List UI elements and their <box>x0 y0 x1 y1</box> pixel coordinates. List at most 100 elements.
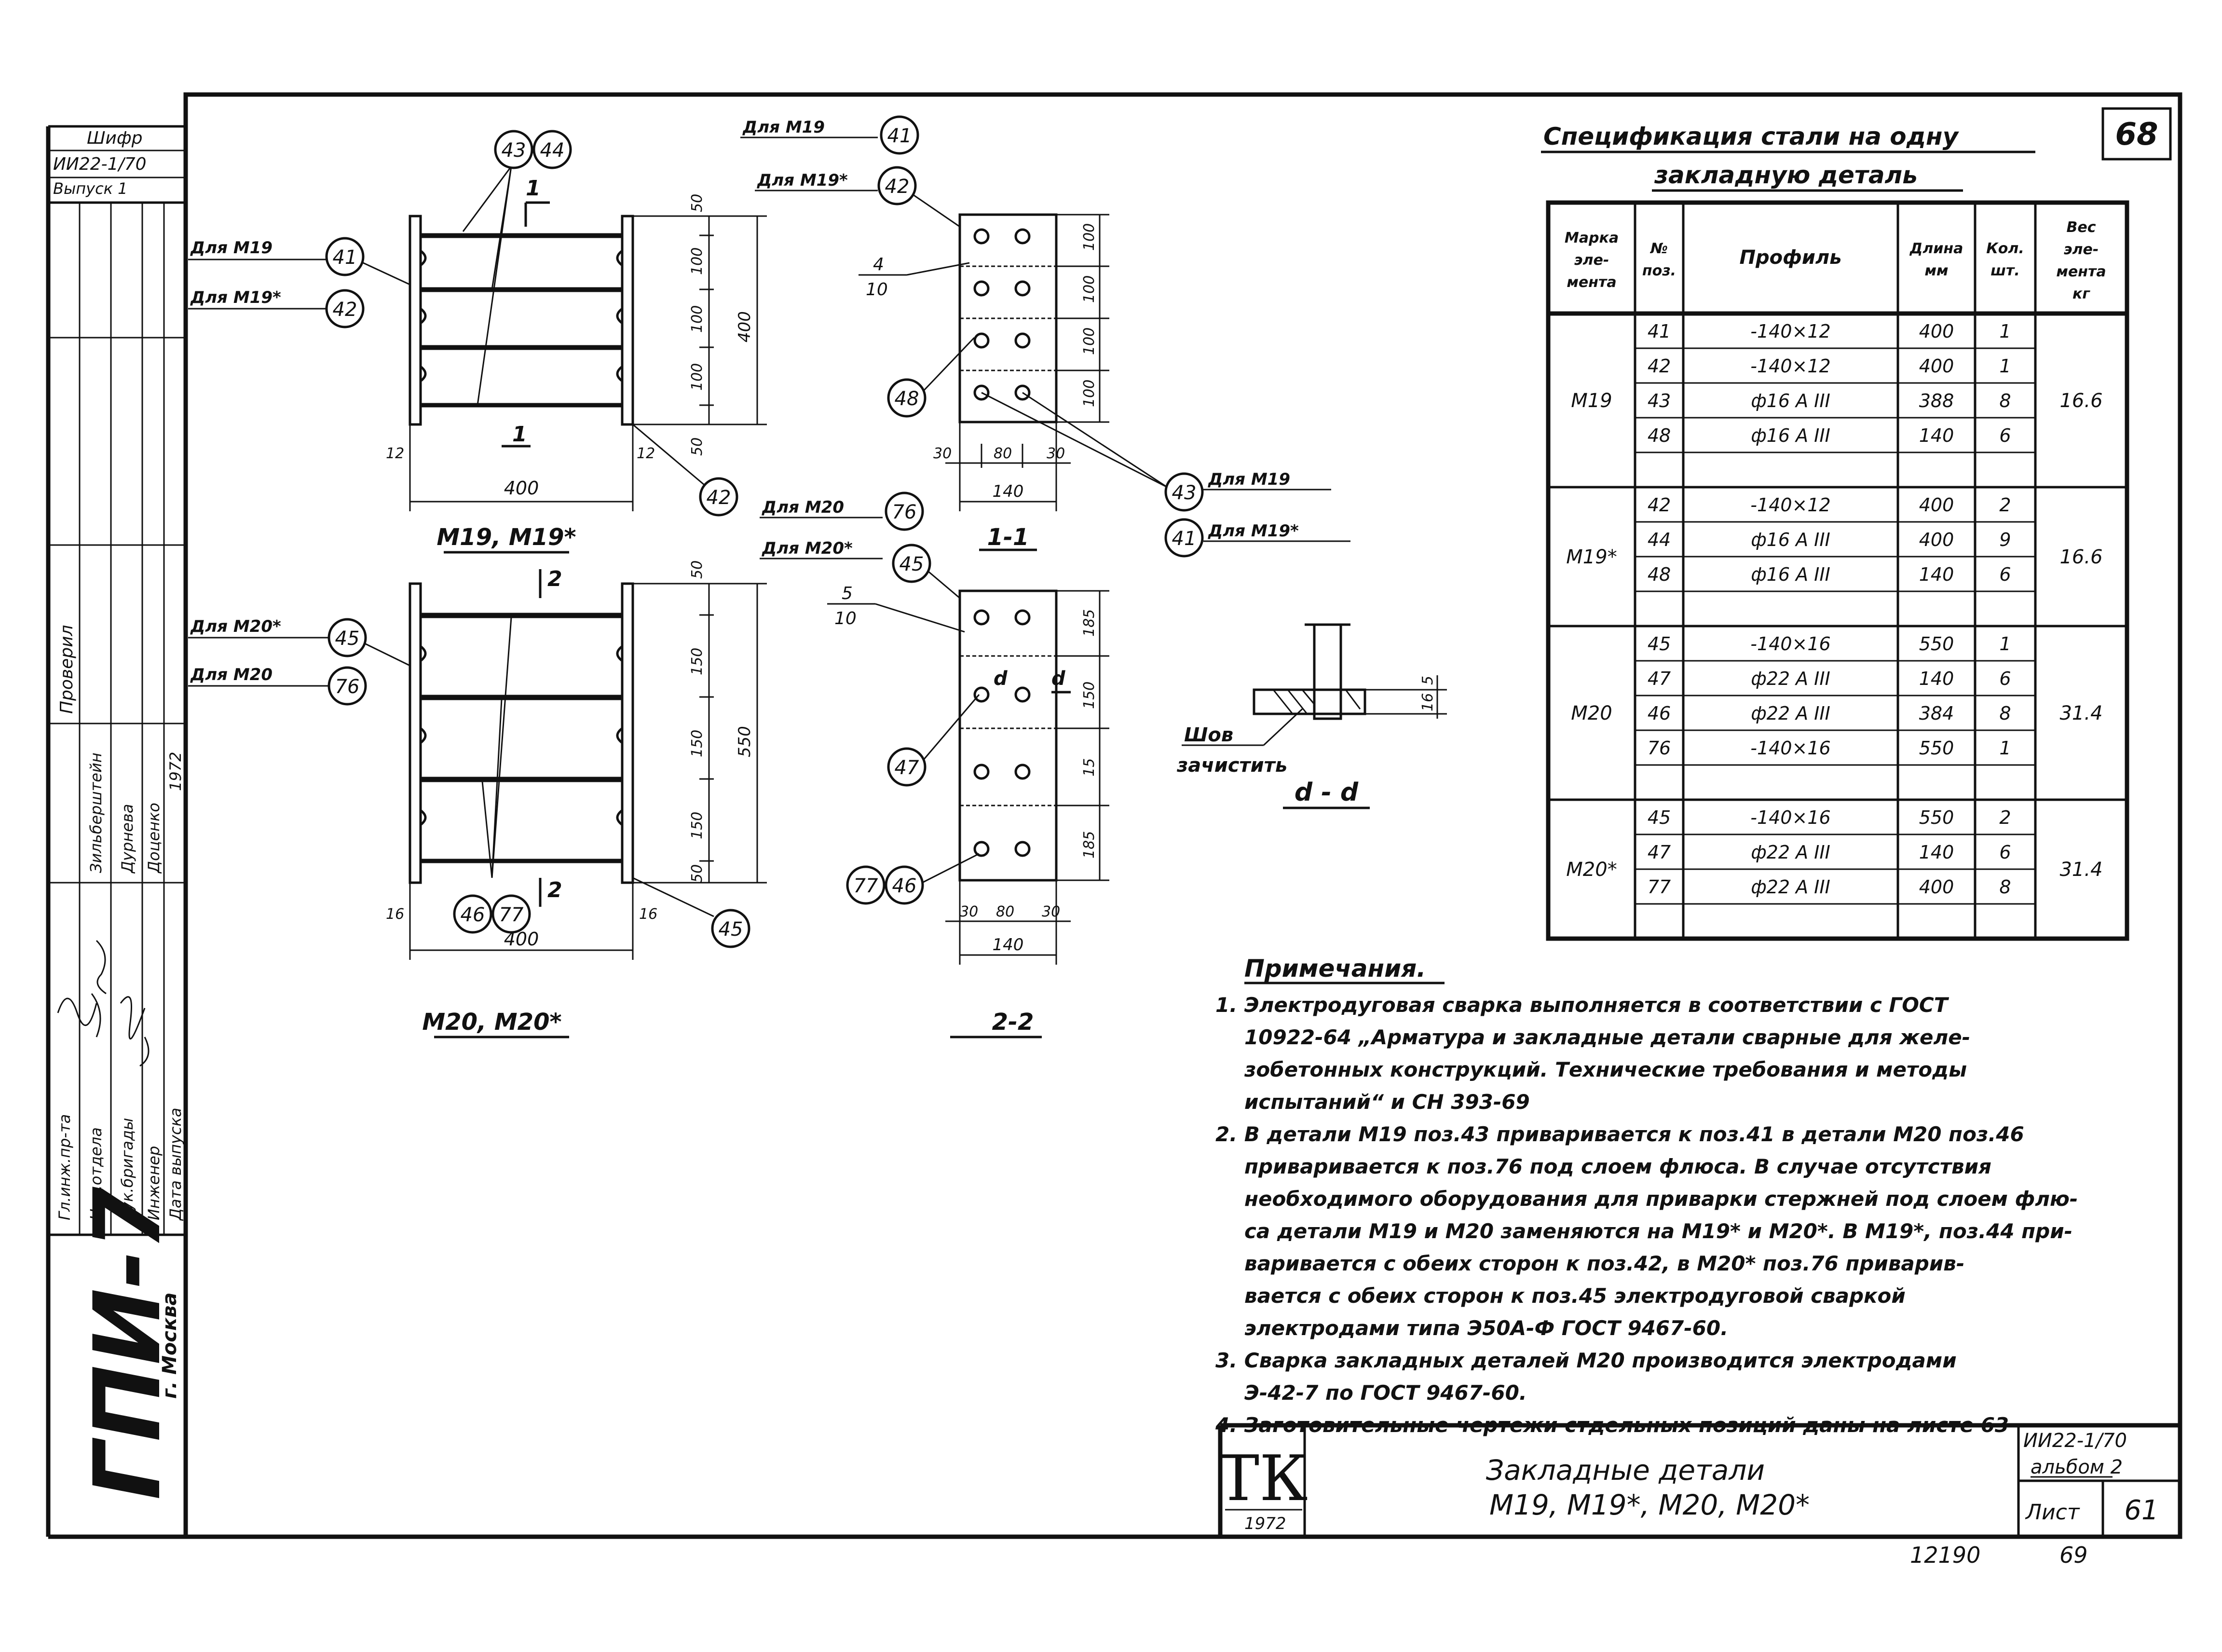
m20-dim-total: 550 <box>735 726 754 757</box>
m20-dim-d2: 150 <box>689 730 706 757</box>
spec-cell: -140×12 <box>1750 321 1830 342</box>
spec-cell: 140 <box>1919 668 1954 689</box>
role-2: Рук.бригады <box>118 1118 136 1220</box>
s22-dim-w: 140 <box>993 935 1024 955</box>
doc-album: альбом 2 <box>2031 1456 2123 1478</box>
s11-dim-h3: 30 <box>1047 445 1065 462</box>
spec-cell: 388 <box>1919 390 1954 411</box>
detail-d-d: 5 16 Шов зачистить d - d <box>1176 623 1447 809</box>
m20-section-mark-top: 2 <box>547 567 562 591</box>
m19-section-mark-top: 1 <box>526 176 541 201</box>
spec-cell: ф16 А III <box>1751 529 1830 550</box>
spec-cell: 41 <box>1648 321 1671 342</box>
m19-section-mark-bottom: 1 <box>512 422 527 447</box>
sheet-number-box <box>2101 107 2172 161</box>
section-2-2: Для М20 76 Для М20* 45 5 10 d d 47 77 46 <box>760 492 1109 1038</box>
title-logo-year: 1972 <box>1244 1514 1286 1533</box>
spec-header-cell: Профиль <box>1740 246 1842 269</box>
issue-label: Выпуск 1 <box>53 179 128 198</box>
s22-dim-h2: 80 <box>996 903 1014 920</box>
m20-plate-right <box>621 582 634 884</box>
s22-dim-v2: 150 <box>1081 682 1098 709</box>
spec-header-cell: Длина <box>1909 240 1963 257</box>
callout-s22-45: 45 <box>900 553 924 575</box>
spec-group-weight: 31.4 <box>2059 702 2102 724</box>
m19-dim-left: 12 <box>386 445 404 462</box>
org-name: ГПИ-7 <box>74 1187 181 1500</box>
spec-cell: 2 <box>1999 807 2011 828</box>
notes-title: Примечания. <box>1244 955 1426 983</box>
spec-cell: 77 <box>1648 876 1671 898</box>
callout-s11-41: 41 <box>887 125 912 147</box>
city: г. Москва <box>159 1293 181 1399</box>
signature-3 <box>95 940 107 995</box>
spec-cell: -140×16 <box>1750 807 1830 828</box>
spec-cell: 400 <box>1919 876 1954 898</box>
spec-cell: 1 <box>1999 737 2011 759</box>
view-m19: 1 1 43 44 Для М19 41 Для М19* 42 42 400 … <box>188 130 767 554</box>
footer-inv: 12190 <box>1910 1542 1980 1568</box>
dd-title: d - d <box>1295 778 1359 807</box>
section-22-plate <box>958 589 1058 882</box>
spec-cell: ф22 А III <box>1751 876 1830 898</box>
s22-dim-h3: 30 <box>1042 903 1060 920</box>
s22-dim-h1: 30 <box>960 903 978 920</box>
doc-sheet-label: Лист <box>2025 1500 2080 1525</box>
notes: Примечания. 1. Электродуговая сварка вып… <box>1215 955 2078 1437</box>
spec-cell: ф16 А III <box>1751 390 1830 411</box>
m19-dim-right: 12 <box>637 445 655 462</box>
sign-year: 1972 <box>166 752 185 791</box>
notes-line: са детали М19 и М20 заменяются на М19* и… <box>1244 1219 2072 1243</box>
spec-cell: 384 <box>1919 703 1954 724</box>
m19-dim-d3: 100 <box>689 363 706 391</box>
spec-group-mark: М20 <box>1571 702 1612 724</box>
callout-m19-43: 43 <box>502 139 526 162</box>
spec-header-cell: мента <box>2056 263 2106 280</box>
notes-line: Э-42-7 по ГОСТ 9467-60. <box>1244 1381 1527 1405</box>
m19-dim-bottom: 50 <box>689 437 706 456</box>
spec-cell: 43 <box>1648 390 1671 411</box>
signature-2 <box>120 996 150 1067</box>
spec-cell: ф22 А III <box>1751 842 1830 863</box>
role-3: Инженер <box>145 1146 163 1220</box>
callout-m20-46: 46 <box>461 904 485 926</box>
notes-line: 2. В детали М19 поз.43 приваривается к п… <box>1215 1122 2024 1146</box>
spec-cell: 48 <box>1648 425 1671 446</box>
m20-section-mark-bottom: 2 <box>547 878 562 902</box>
role-4: Дата выпуска <box>166 1107 185 1221</box>
spec-cell: 9 <box>1999 529 2011 550</box>
m20-dim-top: 50 <box>689 560 706 579</box>
section-1-1: Для М19 41 Для М19* 42 4 10 48 43 Для М1… <box>740 115 1350 558</box>
doc-code: ИИ22-1/70 <box>2023 1430 2127 1452</box>
m20-dim-right: 16 <box>639 906 657 923</box>
notes-line: вается с обеих сторон к поз.45 электроду… <box>1244 1284 1906 1308</box>
spec-cell: 1 <box>1999 321 2011 342</box>
s11-weld-den: 10 <box>866 280 888 300</box>
s11-title: 1-1 <box>987 524 1029 551</box>
s11-weld-num: 4 <box>873 255 884 274</box>
spec-group-mark: М19 <box>1571 390 1612 412</box>
spec-cell: 8 <box>1999 876 2011 898</box>
spec-cell: 8 <box>1999 703 2011 724</box>
m20-view-title: М20, М20* <box>422 1009 561 1036</box>
doc-title-line1: Закладные детали <box>1486 1454 1765 1487</box>
s22-dim-v4: 185 <box>1081 831 1098 859</box>
notes-line: 3. Сварка закладных деталей М20 производ… <box>1215 1349 1957 1372</box>
notes-line: 10922-64 „Арматура и закладные детали св… <box>1244 1025 1970 1049</box>
m20-plate-left <box>409 582 422 884</box>
spec-cell: 550 <box>1919 807 1954 828</box>
cipher-label: Шифр <box>87 128 143 148</box>
spec-title-2: закладную деталь <box>1654 161 1918 189</box>
doc-sheet-value: 61 <box>2124 1495 2158 1526</box>
s11-dim-h1: 30 <box>933 445 952 462</box>
spec-cell: 6 <box>1999 668 2011 689</box>
s22-weld-num: 5 <box>842 584 853 603</box>
s22-weld-den: 10 <box>834 609 857 628</box>
spec-group-weight: 16.6 <box>2059 546 2102 568</box>
s22-dim-v3: 15 <box>1081 758 1098 777</box>
callout-s22-46: 46 <box>892 875 917 897</box>
spec-cell: 550 <box>1919 633 1954 655</box>
callout-s22-47: 47 <box>895 757 919 779</box>
spec-cell: ф16 А III <box>1751 564 1830 585</box>
